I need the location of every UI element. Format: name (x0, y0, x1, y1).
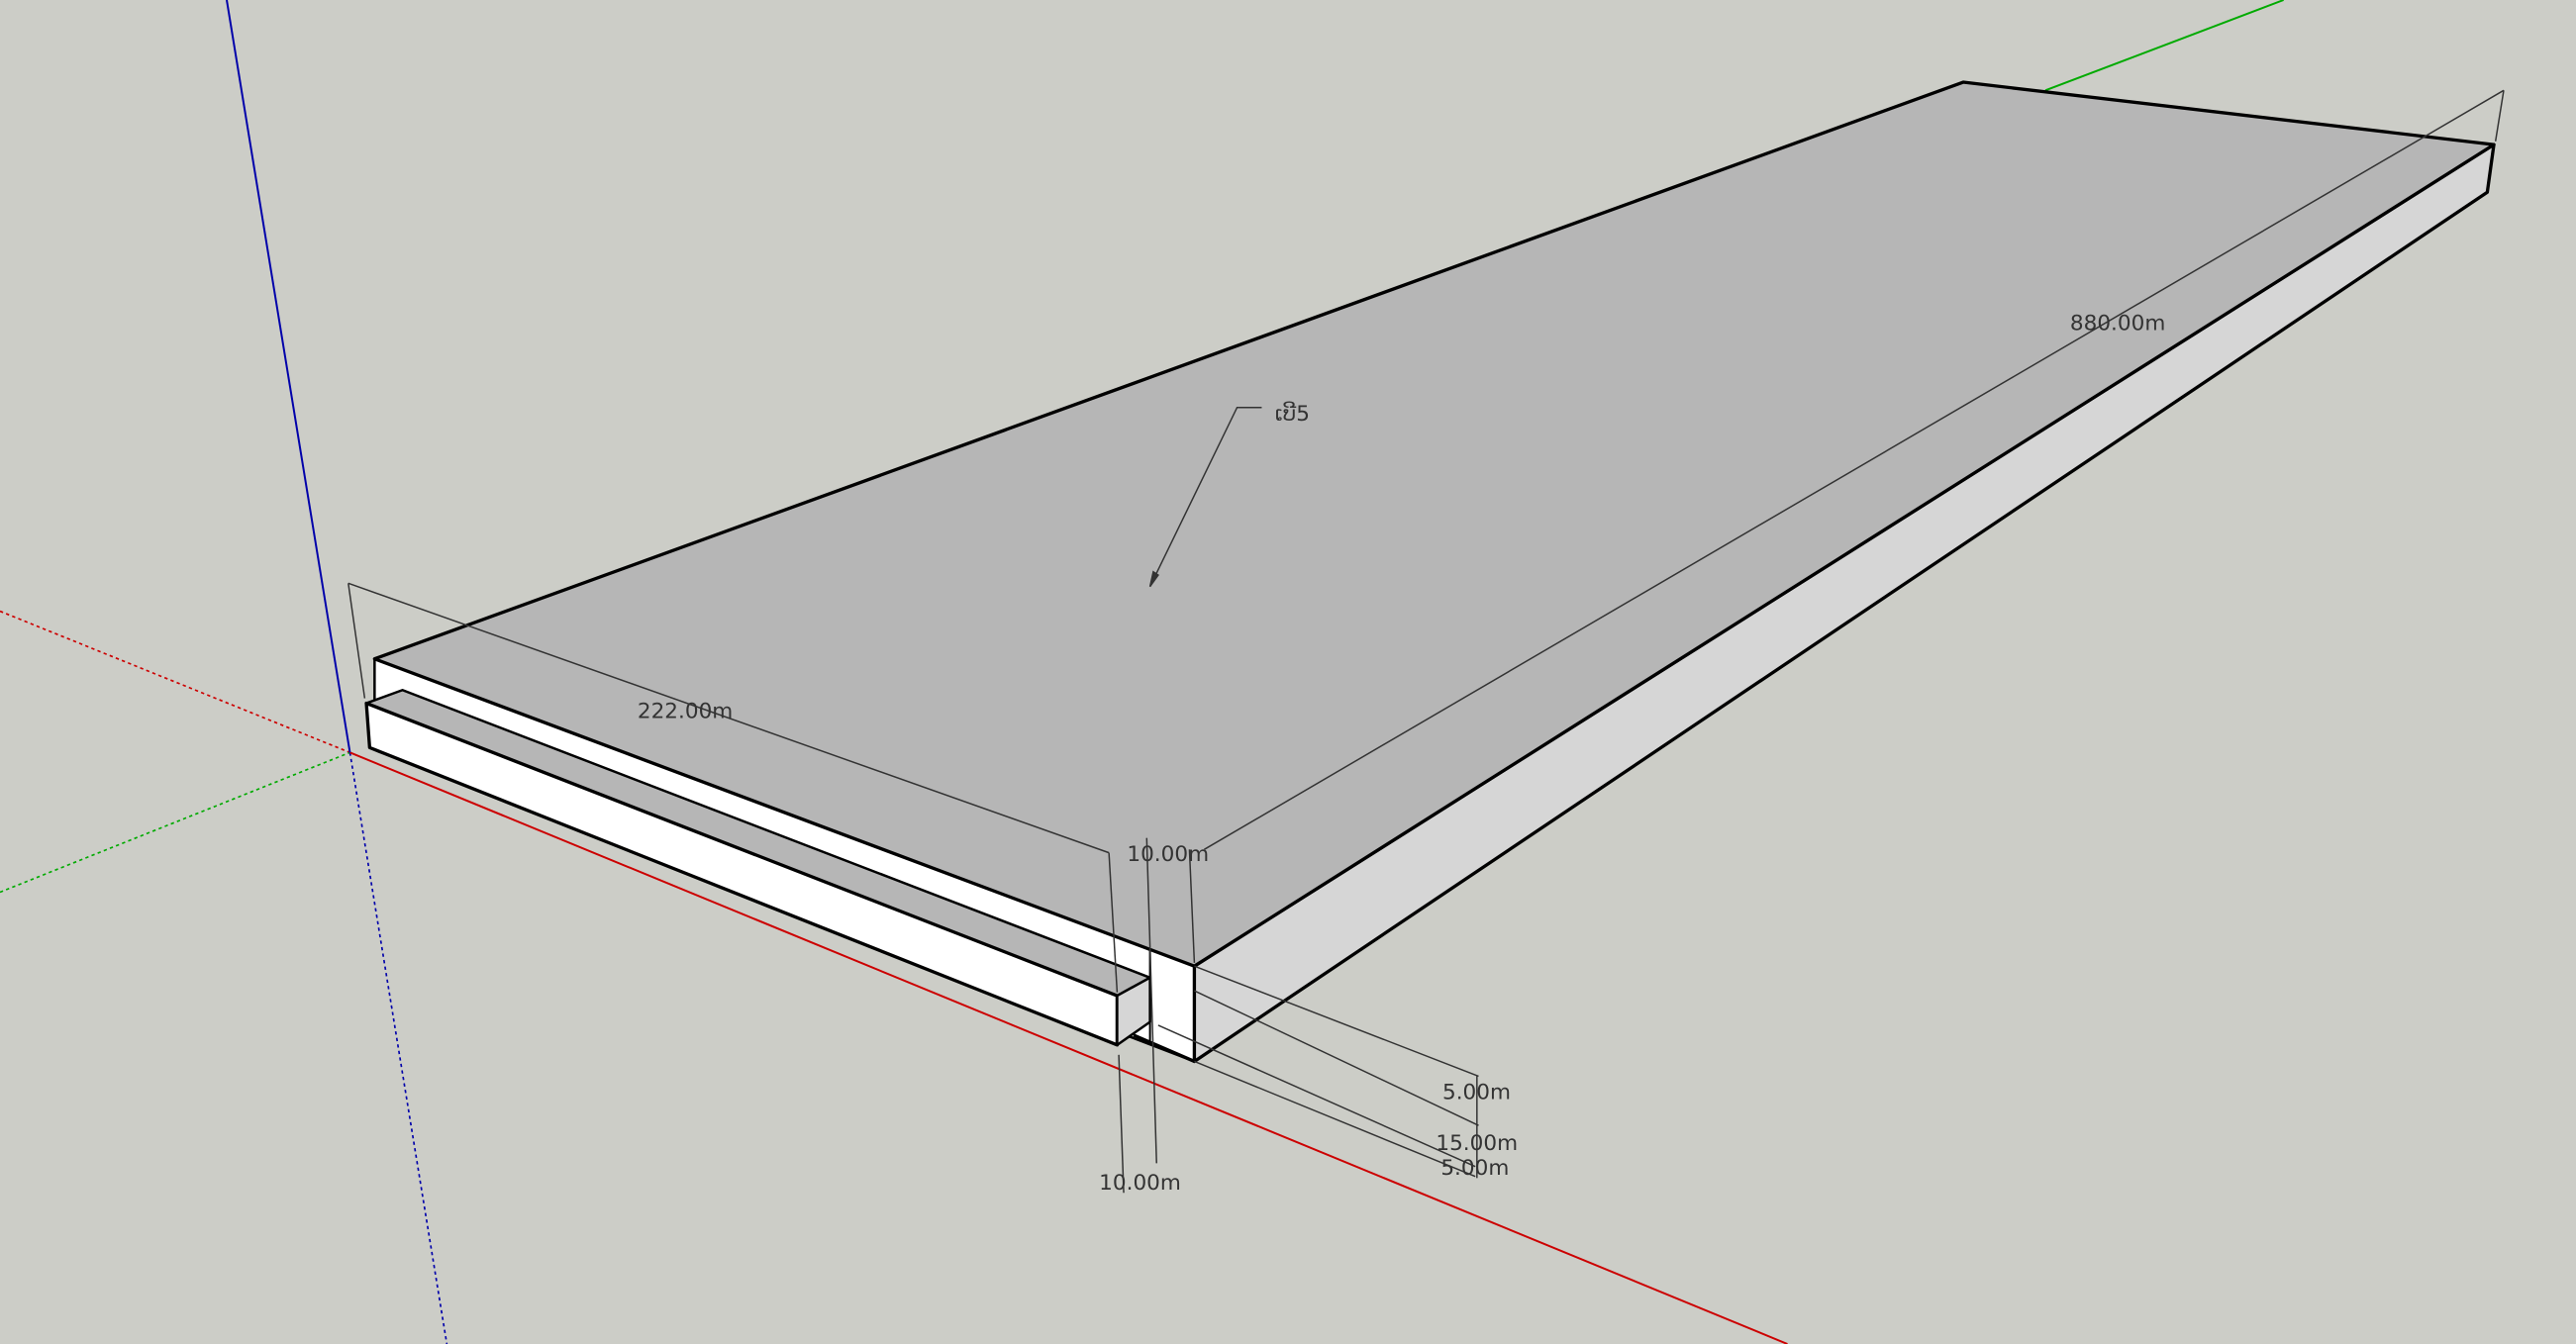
dimension-width[interactable]: 222.00m (638, 699, 733, 723)
bar-side-face (1116, 976, 1151, 1047)
dimension-gap-top[interactable]: 10.00m (1127, 842, 1209, 867)
dimension-height-lower[interactable]: 5.00m (1440, 1156, 1509, 1181)
green-axis-dotted (0, 751, 350, 894)
axes (0, 0, 2284, 1344)
blue-axis-dotted (348, 752, 448, 1344)
dimension-height-total[interactable]: 15.00m (1436, 1131, 1518, 1156)
label-leader (1148, 406, 1262, 588)
red-axis-dotted (0, 610, 350, 754)
green-axis (2044, 0, 2284, 92)
main-slab[interactable] (372, 80, 2496, 1064)
dimension-gap-bottom[interactable]: 10.00m (1099, 1171, 1181, 1196)
slab-top-face (372, 80, 2496, 968)
dimension-height-upper[interactable]: 5.00m (1442, 1081, 1511, 1105)
red-axis (349, 751, 1788, 1344)
dimension-lines (347, 89, 2505, 1194)
blue-axis (226, 0, 351, 753)
text-label[interactable]: ເບີ5 (1275, 401, 1310, 427)
dimension-length[interactable]: 880.00m (2070, 312, 2165, 336)
lower-bar[interactable] (364, 689, 1196, 1063)
